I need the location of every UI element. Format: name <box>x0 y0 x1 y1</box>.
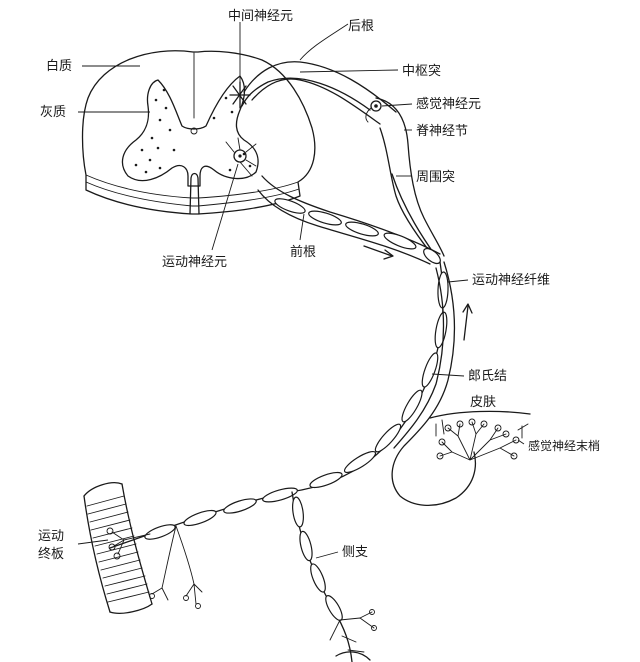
collateral-branch <box>291 492 377 662</box>
label-skin: 皮肤 <box>470 395 496 410</box>
skin-surface-line <box>430 411 530 418</box>
anterior-median-fissure <box>190 174 199 215</box>
label-sensory-ending: 感觉神经末梢 <box>528 438 600 453</box>
sensory-endings-tree <box>436 419 528 460</box>
dorsal-root-group <box>242 62 444 262</box>
skin-region <box>430 411 530 460</box>
collateral-terminal-arc <box>336 652 370 660</box>
label-motor-fiber: 运动神经纤维 <box>472 273 550 288</box>
sensory-fiber-to-skin <box>392 262 475 505</box>
peripheral-process-fiber <box>392 174 440 262</box>
collateral-myelin-segments <box>291 496 345 622</box>
label-motor-neuron: 运动神经元 <box>162 255 227 270</box>
label-dorsal-root: 后根 <box>348 19 374 34</box>
label-sensory-neuron: 感觉神经元 <box>416 96 481 112</box>
gray-matter-stipple <box>135 89 252 174</box>
label-ventral-root: 前根 <box>290 244 316 260</box>
label-white-matter: 白质 <box>46 58 72 74</box>
ventral-root-group <box>258 176 443 266</box>
label-intermediate-neuron: 中间神经元 <box>228 9 293 24</box>
muscle-outline-right <box>122 484 152 604</box>
muscle-bottom <box>110 604 152 613</box>
spinal-nerve-trunk <box>110 262 472 548</box>
sensory-fiber-outer <box>392 262 475 505</box>
central-process-fiber <box>242 78 370 110</box>
spinal-cord-section <box>83 51 315 214</box>
muscle-top <box>84 483 122 496</box>
label-spinal-ganglion: 脊神经节 <box>416 124 468 139</box>
label-gray-matter: 灰质 <box>40 105 66 120</box>
afferent-arrow <box>464 306 468 340</box>
label-peripheral-process: 周围突 <box>416 169 455 185</box>
motor-axon-main <box>110 262 443 548</box>
label-motor-end-plate-line1: 运动 <box>38 529 64 544</box>
label-node-of-ranvier: 郎氏结 <box>468 369 507 384</box>
muscle-striations <box>87 496 149 602</box>
intermediate-neuron-cell <box>230 82 250 108</box>
label-motor-end-plate-line2: 终板 <box>38 546 64 562</box>
muscle-fiber <box>84 483 152 614</box>
label-central-process: 中枢突 <box>402 63 441 79</box>
label-collateral: 侧支 <box>342 545 368 560</box>
